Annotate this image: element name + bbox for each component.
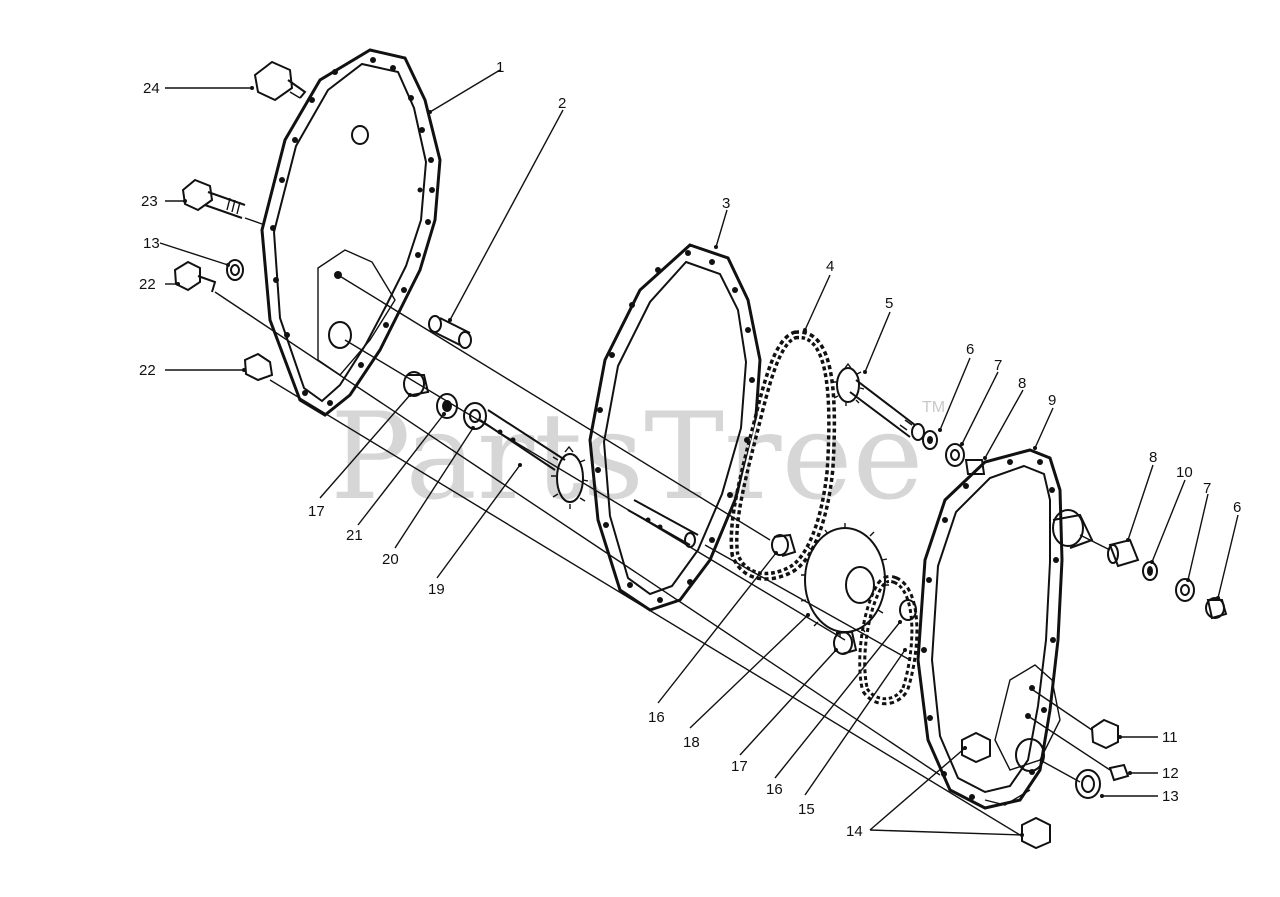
- callout-23: 23: [141, 193, 158, 210]
- callout-24: 24: [143, 80, 160, 97]
- callout-7: 7: [994, 357, 1002, 374]
- gasket: [588, 243, 762, 612]
- callout-3: 3: [722, 195, 730, 212]
- callout-20: 20: [382, 551, 399, 568]
- watermark-trademark: TM: [922, 399, 945, 416]
- upper-drive-chain: [729, 330, 837, 581]
- right-chain-case: [916, 448, 1094, 810]
- callout-17-left: 17: [308, 503, 325, 520]
- callout-8-right: 8: [1149, 449, 1157, 466]
- callout-labels: 1 2 3 4 5 6 7 8 9 8 10 7 6 11 12 13 14 1…: [139, 59, 1241, 840]
- callout-1: 1: [496, 59, 504, 76]
- left-chain-case-cover: [260, 48, 442, 417]
- callout-11: 11: [1162, 729, 1178, 746]
- callout-19: 19: [428, 581, 445, 598]
- callout-13-left: 13: [143, 235, 160, 252]
- callout-22-upper: 22: [139, 276, 156, 293]
- callout-17-right: 17: [731, 758, 748, 775]
- small-sprocket-19: [551, 445, 589, 509]
- callout-12: 12: [1162, 765, 1179, 782]
- callout-14: 14: [846, 823, 863, 840]
- lower-drive-chain: [858, 574, 919, 706]
- callout-8: 8: [1018, 375, 1026, 392]
- callout-2: 2: [558, 95, 566, 112]
- callout-15: 15: [798, 801, 815, 818]
- callout-6: 6: [966, 341, 974, 358]
- callout-18: 18: [683, 734, 700, 751]
- center-right-components: [771, 430, 986, 655]
- callout-13-right: 13: [1162, 788, 1179, 805]
- callout-16-upper: 16: [648, 709, 665, 726]
- leader-lines: [159, 69, 1239, 837]
- callout-4: 4: [826, 258, 834, 275]
- callout-21: 21: [346, 527, 363, 544]
- sprocket-5: [833, 362, 925, 441]
- callout-5: 5: [885, 295, 893, 312]
- callout-22-lower: 22: [139, 362, 156, 379]
- assembly-lines: [214, 91, 1111, 836]
- callout-10: 10: [1176, 464, 1193, 481]
- callout-16-lower: 16: [766, 781, 783, 798]
- callout-7-right: 7: [1203, 480, 1211, 497]
- callout-9: 9: [1048, 392, 1056, 409]
- right-side-components: [961, 538, 1228, 850]
- callout-6-right: 6: [1233, 499, 1241, 516]
